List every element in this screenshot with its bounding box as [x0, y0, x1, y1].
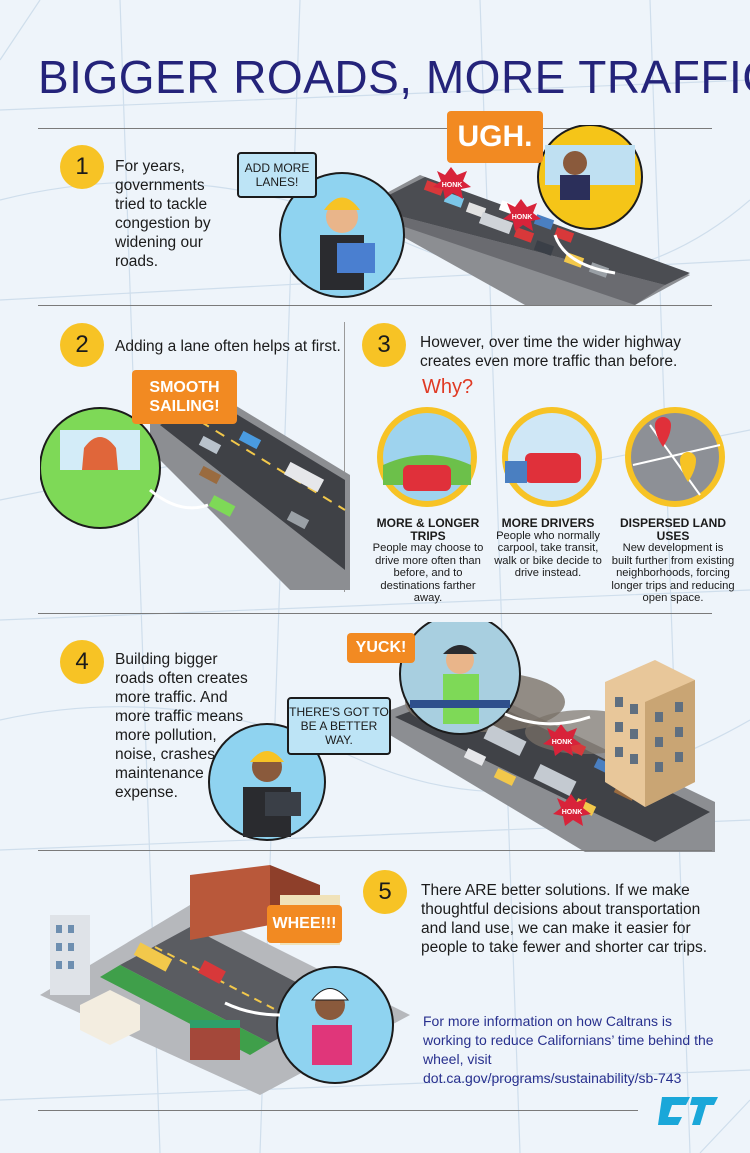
more-trips-icon [377, 407, 477, 507]
map-pin-icon [680, 452, 696, 482]
step-1-text: For years, governments tried to tackle c… [115, 158, 211, 270]
step-number-2: 2 [60, 323, 104, 367]
step-number-1: 1 [60, 145, 104, 189]
more-drivers-icon [502, 407, 602, 507]
step-number-5: 5 [363, 870, 407, 914]
add-lanes-speech-bubble: ADD MORE LANES! [237, 152, 317, 198]
step-5-illustration [40, 865, 410, 1095]
caltrans-logo-icon [658, 1097, 718, 1125]
step-1-illustration: HONK HONK [279, 125, 690, 305]
svg-text:HONK: HONK [442, 182, 463, 189]
honk-burst-1: HONK [433, 167, 471, 199]
step-2-illustration [40, 390, 350, 590]
step-2-text: Adding a lane often helps at first. [115, 338, 341, 355]
more-info-description: For more information on how Caltrans is … [423, 1013, 714, 1067]
step-number-4: 4 [60, 640, 104, 684]
dispersed-land-uses-icon [625, 407, 725, 507]
divider-3 [38, 613, 712, 614]
step-4-illustration: HONK HONK [208, 622, 715, 852]
better-way-speech-bubble: THERE'S GOT TO BE A BETTER WAY. [287, 697, 391, 755]
svg-text:HONK: HONK [552, 739, 573, 746]
divider-vertical [344, 322, 345, 592]
more-info-text: For more information on how Caltrans is … [423, 1012, 723, 1088]
ugh-speech-bubble: UGH. [447, 111, 543, 163]
step-number-3: 3 [362, 323, 406, 367]
yuck-speech-bubble: YUCK! [347, 633, 415, 663]
divider-4 [38, 850, 712, 851]
page-title: BIGGER ROADS, MORE TRAFFIC [38, 51, 750, 103]
reason-icons [377, 407, 725, 507]
why-heading: Why? [422, 376, 474, 398]
step-4-text: Building bigger roads often creates more… [115, 651, 250, 801]
svg-text:HONK: HONK [512, 214, 533, 221]
divider-5 [38, 1110, 638, 1111]
divider-1 [38, 128, 712, 129]
whee-speech-bubble: WHEE!!! [267, 905, 342, 943]
step-5-text: There ARE better solutions. If we make t… [421, 882, 708, 956]
smooth-sailing-speech-bubble: SMOOTH SAILING! [132, 370, 237, 424]
map-pin-icon [655, 417, 671, 447]
step-3-text: However, over time the wider highway cre… [420, 334, 682, 370]
divider-2 [38, 305, 712, 306]
svg-text:HONK: HONK [562, 809, 583, 816]
more-info-link[interactable]: dot.ca.gov/programs/sustainability/sb-74… [423, 1070, 682, 1086]
